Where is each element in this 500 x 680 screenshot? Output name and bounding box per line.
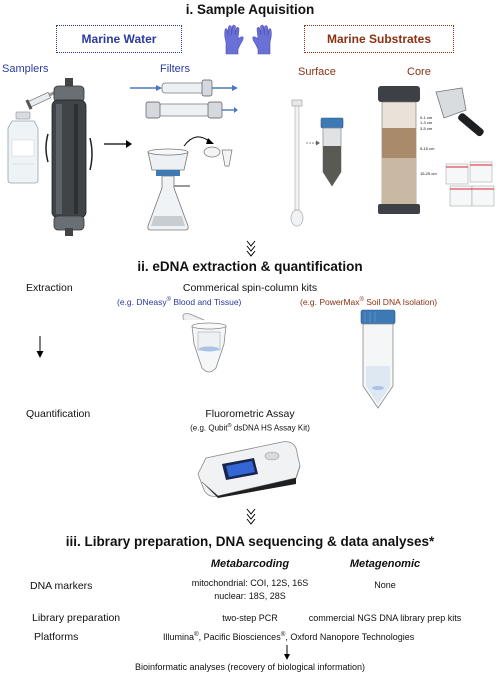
arrow-down-bioinformatics	[284, 645, 290, 660]
core-label: Core	[407, 66, 431, 78]
metabarcoding-header: Metabarcoding	[210, 558, 290, 570]
platforms-label: Platforms	[34, 631, 79, 643]
markers-mitochondrial: mitochondrial: COI, 12S, 16S	[191, 578, 309, 588]
kits-title: Commerical spin-column kits	[182, 282, 318, 294]
core-depth-2: 1-3 cm	[420, 120, 433, 125]
core-depth-5: 15-25 cm	[420, 171, 437, 176]
quantification-label: Quantification	[26, 408, 91, 420]
spin-column-icon	[182, 313, 227, 373]
core-depth-3: 3-5 cm	[420, 126, 433, 131]
metagenomic-header: Metagenomic	[349, 558, 421, 570]
assay-example: (e.g. Qubit® dsDNA HS Assay Kit)	[190, 423, 310, 433]
core-depth-1: 0-1 cm	[420, 115, 433, 120]
filter-cartridges-icon	[130, 79, 238, 119]
filtration-flask-icon	[147, 136, 233, 231]
kit-blue-example: (e.g. DNeasy® Blood and Tissue)	[117, 297, 242, 307]
kit-red-example: (e.g. PowerMax® Soil DNA Isolation)	[300, 297, 438, 307]
markers-metagenomic: None	[374, 580, 396, 590]
bioinformatic-analyses: Bioinformatic analyses (recovery of biol…	[134, 662, 366, 672]
triple-chevron-down-icon-1	[246, 240, 256, 257]
samplers-label: Samplers	[2, 63, 49, 75]
syringe-icon	[25, 91, 56, 110]
arrow-down-left	[36, 336, 44, 358]
arrow-to-surface-tube	[306, 140, 320, 146]
surface-label: Surface	[298, 66, 336, 78]
arrow-to-filters	[104, 140, 132, 148]
surface-scoop-icon	[290, 99, 304, 227]
extraction-label: Extraction	[26, 282, 73, 294]
library-prep-metabarcoding: two-step PCR	[222, 613, 278, 623]
core-depth-4: 5-15 cm	[420, 146, 435, 151]
library-prep-label: Library preparation	[32, 612, 121, 624]
sediment-tube-icon	[320, 117, 344, 187]
sediment-core-icon	[378, 86, 420, 214]
spatula-icon	[435, 87, 484, 137]
platforms-list: Illumina®, Pacific Biosciences®, Oxford …	[163, 631, 415, 642]
library-prep-metagenomic: commercial NGS DNA library prep kits	[308, 613, 462, 623]
fluorometer-icon	[197, 441, 301, 498]
bottle-icon	[7, 111, 39, 184]
large-tube-icon	[360, 309, 396, 409]
triple-chevron-down-icon-2	[246, 508, 256, 525]
marine-water-box: Marine Water	[56, 25, 182, 53]
section-1-title: i. Sample Aquisition	[185, 2, 315, 17]
marine-substrates-box: Marine Substrates	[304, 25, 454, 53]
markers-nuclear: nuclear: 18S, 28S	[214, 591, 286, 601]
dna-markers-label: DNA markers	[30, 580, 93, 592]
sample-bags-icon	[445, 161, 495, 207]
gloves-icon	[224, 24, 272, 55]
assay-title: Fluorometric Assay	[205, 408, 295, 420]
section-3-title: iii. Library preparation, DNA sequencing…	[65, 534, 435, 549]
niskin-sampler-icon	[45, 78, 93, 236]
section-2-title: ii. eDNA extraction & quantification	[137, 259, 363, 274]
filters-label: Filters	[160, 63, 190, 75]
